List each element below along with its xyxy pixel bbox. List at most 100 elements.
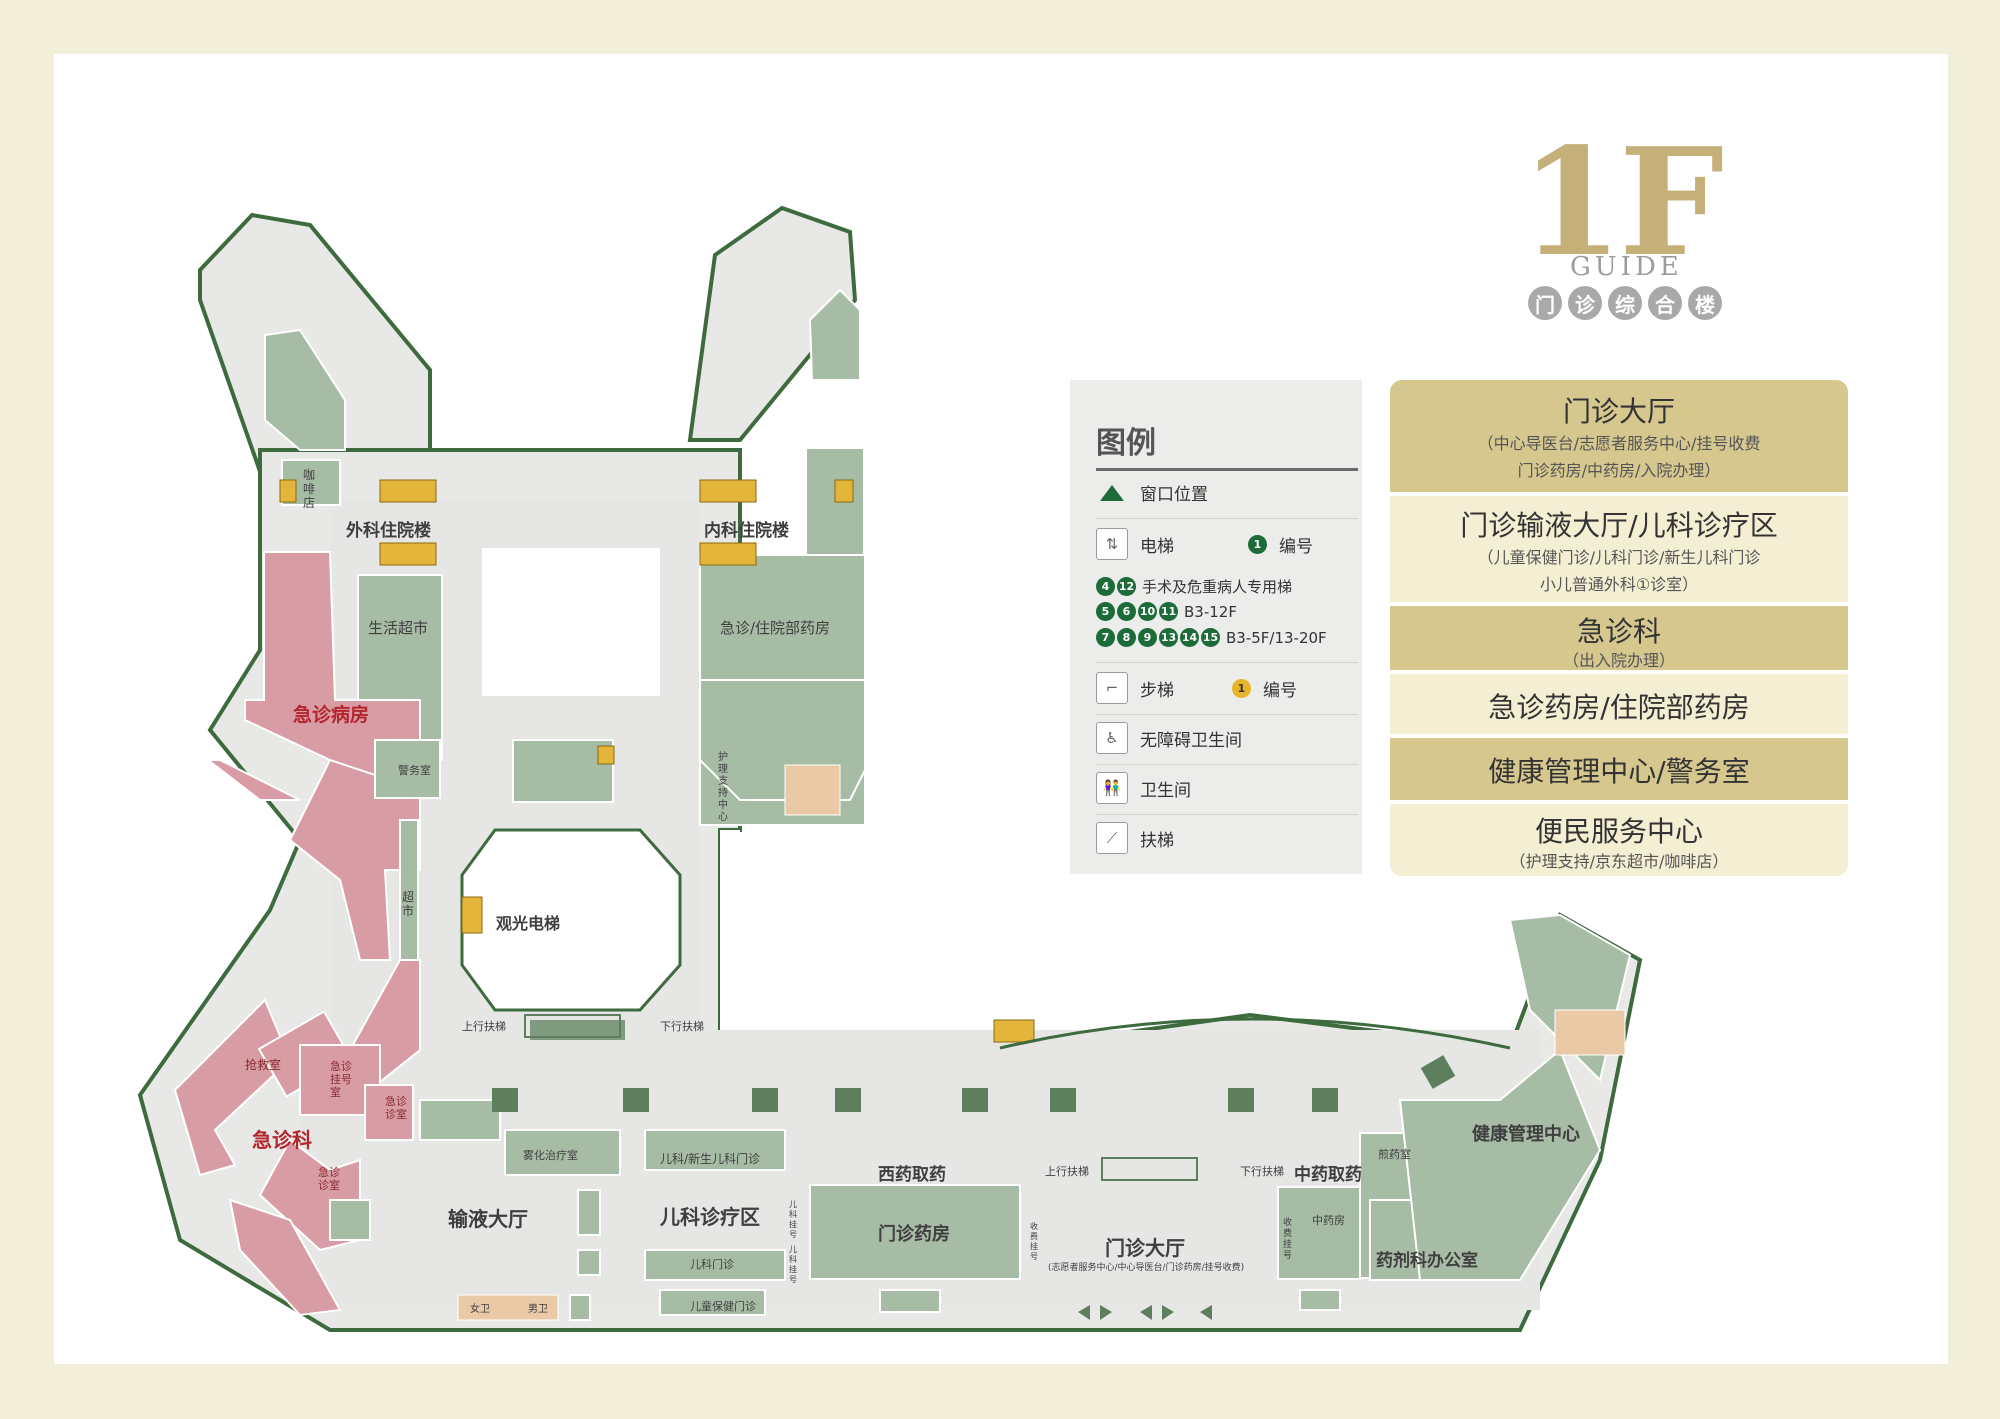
label-male-wc: 男卫 (528, 1304, 548, 1315)
elevator-group-desc: B3-12F (1184, 602, 1237, 621)
elevator-number: 14 (1180, 628, 1199, 647)
escalators (524, 1014, 1198, 1181)
floor-directory: 门诊大厅 （中心导医台/志愿者服务中心/挂号收费 门诊药房/中药房/入院办理） … (1390, 380, 1848, 876)
directory-sub: （中心导医台/志愿者服务中心/挂号收费 (1477, 434, 1761, 453)
legend-panel: 图例 窗口位置 ⇅ 电梯 1 编号 4 12 手术及危重病人专用梯 5 6 10… (1070, 380, 1362, 874)
label-infusion-hall: 输液大厅 (448, 1207, 528, 1231)
label-up-escalator-hall: 上行扶梯 (1045, 1165, 1089, 1178)
elevator-group-row: 5 6 10 11 B3-12F (1096, 602, 1237, 621)
legend-stairs-label: 步梯 (1140, 680, 1174, 701)
label-rescue-room: 抢救室 (245, 1058, 282, 1072)
right-wing-rooms (699, 288, 866, 826)
directory-item: 健康管理中心/警务室 (1390, 738, 1848, 800)
label-health-center: 健康管理中心 (1472, 1124, 1580, 1145)
elevator-number: 15 (1201, 628, 1220, 647)
courtyard-void (482, 548, 660, 696)
building-name: 门 诊 综 合 楼 (1528, 286, 1722, 320)
legend-separator (1096, 764, 1358, 765)
elevator-number-example: 1 (1248, 534, 1267, 554)
building-char: 门 (1528, 286, 1562, 320)
directory-title: 健康管理中心/警务室 (1488, 755, 1750, 788)
elevator-number: 13 (1159, 628, 1178, 647)
label-outpatient-pharmacy: 门诊药房 (878, 1224, 950, 1245)
elevator-number: 12 (1117, 577, 1136, 596)
directory-title: 便民服务中心 (1534, 815, 1703, 848)
label-police: 警务室 (398, 764, 431, 777)
directory-title: 急诊科 (1576, 615, 1661, 648)
wheelchair-icon: ♿ (1096, 722, 1128, 754)
legend-escalator-row: ⟋ 扶梯 (1096, 822, 1174, 854)
label-emergency-room-b: 急诊诊室 (318, 1166, 340, 1192)
label-emergency-ward: 急诊病房 (293, 704, 370, 726)
label-decoction-room: 煎药室 (1378, 1148, 1411, 1161)
label-emergency-registration: 急诊挂号室 (330, 1060, 352, 1099)
building-char: 诊 (1568, 286, 1602, 320)
label-down-escalator-center: 下行扶梯 (660, 1020, 704, 1033)
label-internal-building: 内科住院楼 (704, 521, 789, 541)
label-down-escalator-hall: 下行扶梯 (1240, 1165, 1284, 1178)
building-char: 综 (1608, 286, 1642, 320)
legend-divider (1096, 468, 1358, 471)
legend-separator (1096, 662, 1358, 663)
legend-title: 图例 (1096, 426, 1156, 461)
label-surgical-building: 外科住院楼 (346, 521, 431, 541)
label-child-health: 儿童保健门诊 (690, 1300, 756, 1313)
legend-accessible-label: 无障碍卫生间 (1140, 730, 1242, 751)
elevator-group-row: 7 8 9 13 14 15 B3-5F/13-20F (1096, 628, 1327, 647)
label-nebulization: 雾化治疗室 (523, 1149, 578, 1162)
label-pharmacy-office: 药剂科办公室 (1376, 1251, 1478, 1271)
legend-window-label: 窗口位置 (1140, 485, 1208, 505)
directory-item: 便民服务中心 （护理支持/京东超市/咖啡店） (1390, 804, 1848, 876)
legend-accessible-row: ♿ 无障碍卫生间 (1096, 722, 1242, 754)
stairs-number-example: 1 (1232, 678, 1251, 698)
label-emergency-dept: 急诊科 (252, 1128, 312, 1152)
directory-sub: 小儿普通外科①诊室） (1539, 575, 1699, 594)
elevator-group-row: 4 12 手术及危重病人专用梯 (1096, 576, 1292, 597)
label-outpatient-hall: 门诊大厅 (1105, 1236, 1185, 1260)
label-female-wc: 女卫 (470, 1304, 490, 1315)
elevator-number: 9 (1138, 628, 1157, 647)
label-sightseeing-elevator: 观光电梯 (496, 914, 561, 933)
directory-sub: （儿童保健门诊/儿科门诊/新生儿科门诊 (1477, 548, 1761, 567)
directory-sub: （出入院办理） (1562, 651, 1675, 670)
label-cafe: 咖啡店 (303, 468, 316, 510)
label-emergency-pharmacy: 急诊/住院部药房 (720, 619, 831, 637)
elevator-number: 7 (1096, 628, 1115, 647)
restroom-icon: 👫 (1096, 772, 1128, 804)
elevator-number: 10 (1138, 602, 1157, 621)
legend-elevator-row: ⇅ 电梯 1 编号 (1096, 528, 1313, 560)
label-fee-reg-small: 收费挂号 (1030, 1222, 1038, 1261)
label-supermarket-life: 生活超市 (368, 619, 429, 637)
directory-item: 门诊大厅 （中心导医台/志愿者服务中心/挂号收费 门诊药房/中药房/入院办理） (1390, 380, 1848, 492)
directory-item: 门诊输液大厅/儿科诊疗区 （儿童保健门诊/儿科门诊/新生儿科门诊 小儿普通外科①… (1390, 496, 1848, 602)
hall-arc (999, 1017, 1511, 1050)
label-pediatric-clinic: 儿科门诊 (690, 1258, 734, 1271)
directory-title: 急诊药房/住院部药房 (1488, 691, 1750, 724)
directory-item: 急诊药房/住院部药房 (1390, 674, 1848, 734)
label-outpatient-hall-sub: (志愿者服务中心/中心导医台/门诊药房/挂号收费) (1048, 1263, 1245, 1273)
elevator-markers (279, 479, 1035, 1043)
escalator-icon: ⟋ (1096, 822, 1128, 854)
elevator-number: 5 (1096, 602, 1115, 621)
label-ped-reg-b: 儿科挂号 (789, 1245, 797, 1284)
directory-title: 门诊输液大厅/儿科诊疗区 (1460, 509, 1778, 542)
label-pediatric-area: 儿科诊疗区 (660, 1205, 760, 1229)
legend-stairs-number-label: 编号 (1263, 680, 1297, 701)
central-core (460, 739, 682, 1040)
stairs-icon: ⌐ (1096, 672, 1128, 704)
lower-rooms (457, 913, 1632, 1321)
label-supermarket: 超市 (402, 890, 415, 918)
legend-escalator-label: 扶梯 (1140, 830, 1174, 851)
window-triangle-icon (1100, 484, 1124, 501)
legend-separator (1096, 518, 1358, 519)
legend-restroom-row: 👫 卫生间 (1096, 772, 1191, 804)
label-up-escalator-center: 上行扶梯 (462, 1020, 506, 1033)
guide-subtitle: GUIDE (1570, 252, 1683, 282)
left-wing-rooms (173, 328, 621, 1317)
legend-elevator-label: 电梯 (1140, 536, 1174, 557)
elevator-group-desc: 手术及危重病人专用梯 (1142, 578, 1293, 596)
directory-sub: （护理支持/京东超市/咖啡店） (1509, 852, 1729, 871)
legend-separator (1096, 714, 1358, 715)
elevator-number: 11 (1159, 602, 1178, 621)
